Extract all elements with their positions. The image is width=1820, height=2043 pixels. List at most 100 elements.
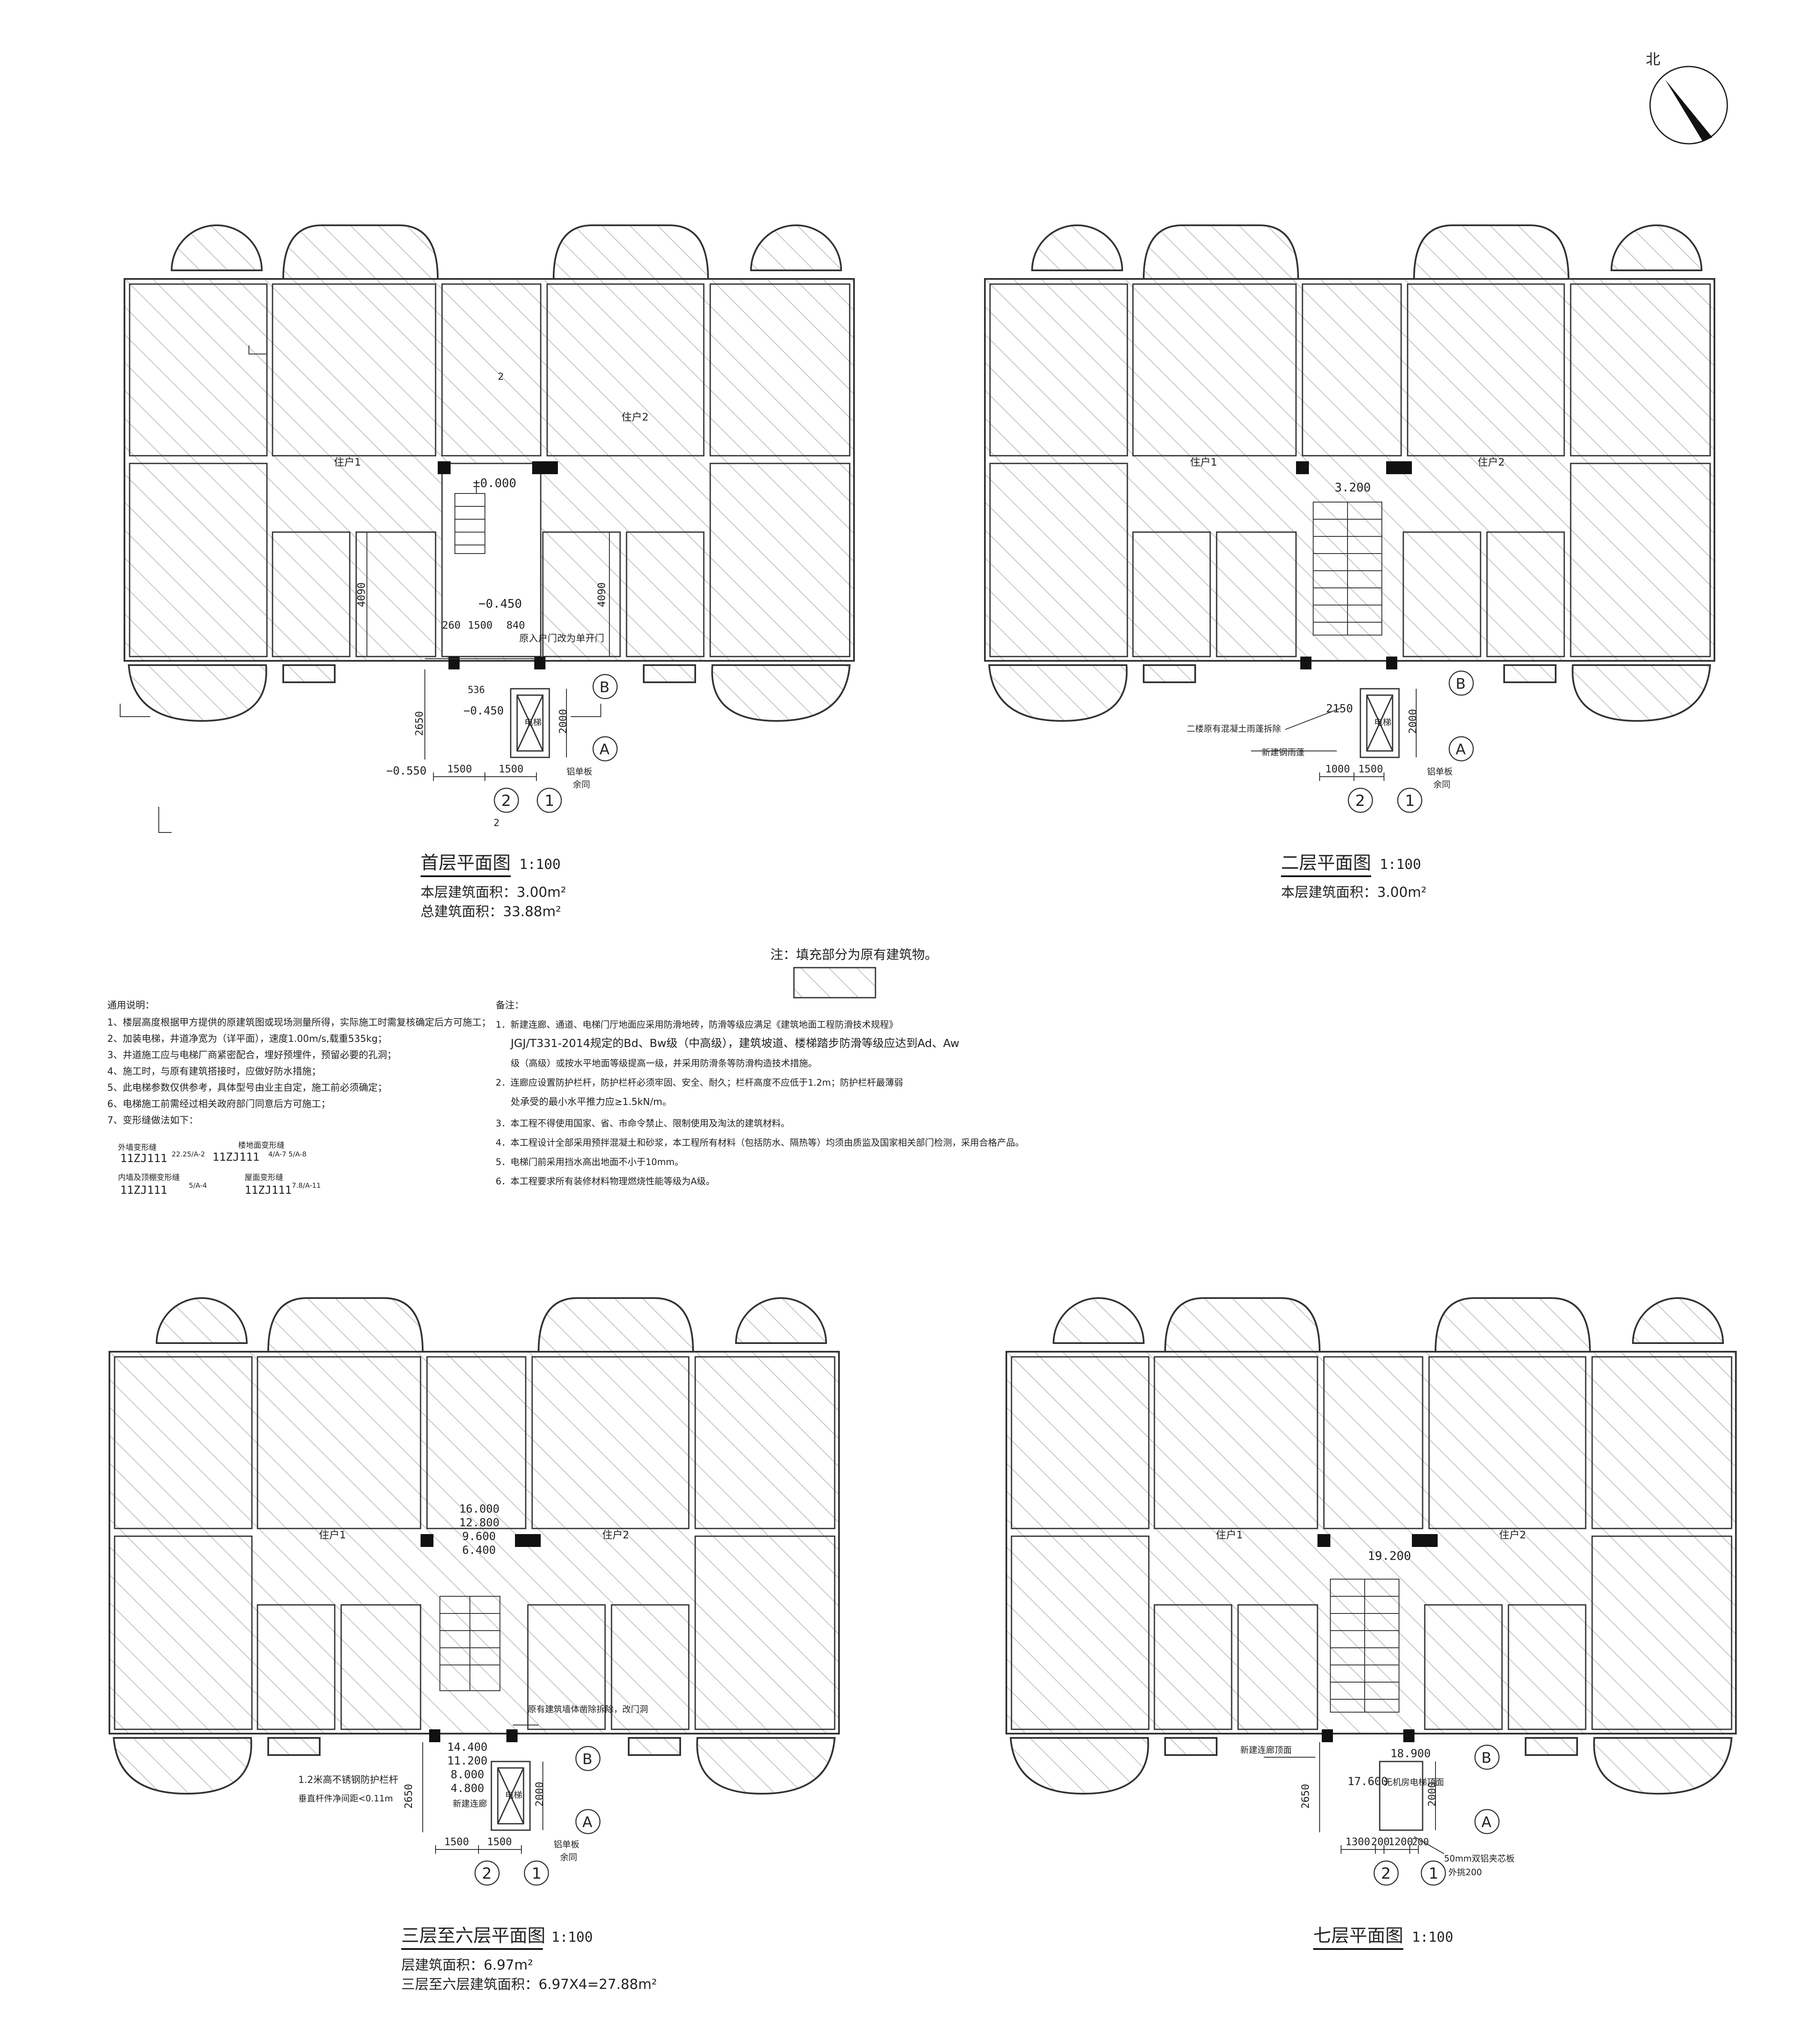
area-line-1: 层建筑面积：6.97m²	[401, 1957, 533, 1973]
axis-2-label: 2	[501, 792, 511, 810]
legend: 注：填充部分为原有建筑物。	[770, 947, 938, 999]
notes-general-heading: 通用说明：	[107, 1000, 154, 1011]
joint-1-code: 11ZJ111	[120, 1152, 167, 1165]
dim-2650: 2650	[403, 1784, 415, 1809]
dim-1500-a: 1500	[447, 763, 472, 775]
notes-general-4: 4、施工时，与原有建筑搭接时，应做好防水措施；	[107, 1066, 321, 1077]
notes-remarks-4: 4．本工程设计全部采用预拌混凝土和砂浆，本工程所有材料（包括防水、隔热等）均须由…	[496, 1138, 1024, 1148]
unit-label-right: 住户2	[621, 411, 648, 423]
axis-2-label: 2	[1381, 1865, 1391, 1883]
columns	[1296, 461, 1412, 669]
level-main: 19.200	[1368, 1549, 1411, 1563]
dim-1500-a: 1500	[444, 1836, 469, 1848]
plan-third-to-sixth-floor: 住户1 住户2 16.000 12.800 9.600 6.400 14.400…	[109, 1297, 840, 1992]
axis-A-label: A	[1481, 1814, 1491, 1831]
plan-scale: 1:100	[519, 856, 560, 872]
area-line-1: 本层建筑面积：3.00m²	[421, 884, 566, 900]
level-6400: 6.400	[462, 1544, 496, 1557]
level-18900: 18.900	[1390, 1747, 1431, 1760]
axis-1-label: 1	[545, 792, 554, 810]
plan-scale: 1:100	[1380, 856, 1421, 872]
room-walls	[129, 283, 851, 657]
legend-note: 注：填充部分为原有建筑物。	[770, 947, 938, 962]
dim-2650: 2650	[1299, 1784, 1311, 1809]
level-3: −0.450	[463, 705, 504, 717]
plan-second-floor: 住户1 住户2 3.200 2150 二楼原有混凝土雨蓬拆除 新建钢雨蓬 100…	[984, 224, 1715, 900]
north-label: 北	[1646, 51, 1660, 68]
axis-bubbles	[474, 1746, 601, 1886]
plate-label-2: 余同	[1433, 779, 1451, 790]
dim-4090-right: 4090	[596, 582, 608, 607]
note-new-corridor: 新建连廊	[453, 1798, 487, 1809]
dimension-lines	[120, 345, 610, 833]
level-2: −0.450	[478, 596, 522, 611]
notes-remarks-6: 6．本工程要求所有装修材料物理燃烧性能等级为A级。	[496, 1176, 715, 1186]
unit-label-left: 住户1	[1216, 1529, 1243, 1541]
note-wall-opening: 原有建筑墙体凿除拆除，改门洞	[528, 1704, 648, 1714]
dim-200-a: 200	[1371, 1836, 1390, 1848]
unit-label-left: 住户1	[334, 456, 361, 468]
dimension-lines	[1264, 1742, 1444, 1854]
room-walls	[114, 1356, 836, 1730]
joint-4-label: 屋面变形缝	[245, 1173, 283, 1182]
building-outline	[109, 1297, 840, 1795]
dim-1000: 1000	[1325, 763, 1350, 775]
level-16000: 16.000	[459, 1503, 500, 1516]
plan-caption: 首层平面图 1:100 本层建筑面积：3.00m² 总建筑面积：33.88m²	[421, 852, 566, 920]
notes-general-1: 1、楼层高度根据甲方提供的原建筑图或现场测量所得，实际施工时需复核确定后方可施工…	[107, 1017, 491, 1028]
dim-2000: 2000	[533, 1782, 545, 1807]
joint-3-code: 11ZJ111	[120, 1184, 167, 1197]
plan-caption: 七层平面图 1:100	[1313, 1925, 1453, 1950]
dim-2150: 2150	[1326, 702, 1353, 715]
section-mark-top: 2	[498, 372, 504, 382]
stairs	[1330, 1579, 1399, 1713]
unit-label-right: 住户2	[1478, 456, 1505, 468]
axis-1-label: 1	[1429, 1865, 1438, 1883]
notes-remarks-2b: 处承受的最小水平推力应≥1.5kN/m。	[511, 1097, 672, 1108]
axis-A-label: A	[1456, 741, 1466, 758]
columns	[1317, 1534, 1438, 1742]
level-14400: 14.400	[447, 1741, 488, 1754]
notes-general: 通用说明： 1、楼层高度根据甲方提供的原建筑图或现场测量所得，实际施工时需复核确…	[107, 1000, 491, 1197]
notes-remarks-2: 2．连廊应设置防护栏杆，防护栏杆必须牢固、安全、耐久；栏杆高度不应低于1.2m；…	[496, 1077, 903, 1088]
dim-1500-b: 1500	[487, 1836, 512, 1848]
axis-A-label: A	[582, 1814, 592, 1831]
joint-1-ref: 22.25/A-2	[172, 1150, 205, 1158]
axis-B-label: B	[1456, 675, 1466, 693]
columns	[438, 461, 558, 669]
dim-1500: 1500	[1358, 763, 1383, 775]
dim-1200: 1200	[1388, 1836, 1413, 1848]
plan-caption: 二层平面图 1:100 本层建筑面积：3.00m²	[1281, 852, 1426, 900]
notes-general-3: 3、井道施工应与电梯厂商紧密配合，埋好预埋件，预留必要的孔洞；	[107, 1050, 397, 1061]
notes-remarks-3: 3．本工程不得使用国家、省、市命令禁止、限制使用及淘汰的建筑材料。	[496, 1118, 790, 1129]
dim-840: 840	[506, 619, 525, 631]
plan-ground-floor: 住户1 住户2 ±0.000 −0.450 −0.450 −0.550 原入户门…	[120, 224, 855, 920]
axis-bubbles	[1348, 670, 1474, 813]
plan-caption: 三层至六层平面图 1:100 层建筑面积：6.97m² 三层至六层建筑面积：6.…	[401, 1925, 657, 1992]
notes-remarks: 备注： 1．新建连廊、通道、电梯门厅地面应采用防滑地砖，防滑等级应满足《建筑地面…	[496, 1000, 1024, 1186]
building-outline	[984, 224, 1715, 722]
area-line-2: 总建筑面积：33.88m²	[421, 903, 561, 920]
dim-536: 536	[468, 685, 485, 696]
joint-3-label: 内墙及顶棚变形缝	[118, 1173, 180, 1182]
dim-2000: 2000	[1407, 709, 1419, 734]
dim-2650: 2650	[413, 711, 425, 736]
note-lift-roof: 无机房电梯顶面	[1384, 1777, 1444, 1787]
joint-4-code: 11ZJ111	[245, 1184, 292, 1197]
axis-2-label: 2	[482, 1865, 492, 1883]
joint-4-ref: 7.8/A-11	[292, 1181, 321, 1189]
level-4: −0.550	[386, 765, 427, 778]
joint-2-ref: 4/A-7 5/A-8	[268, 1150, 306, 1158]
dim-4090-left: 4090	[355, 582, 367, 607]
level-4800: 4.800	[451, 1782, 484, 1795]
axis-B-label: B	[1481, 1749, 1491, 1767]
dim-260: 260	[442, 619, 460, 631]
plan-labels: 住户1 住户2 3.200 2150 二楼原有混凝土雨蓬拆除 新建钢雨蓬 100…	[1187, 456, 1505, 810]
unit-label-right: 住户2	[602, 1529, 629, 1541]
level-12800: 12.800	[459, 1516, 500, 1529]
level-main: 3.200	[1335, 480, 1371, 494]
elevator-shaft	[1360, 688, 1400, 758]
axis-B-label: B	[582, 1751, 592, 1768]
elevator-shaft	[491, 1761, 531, 1831]
